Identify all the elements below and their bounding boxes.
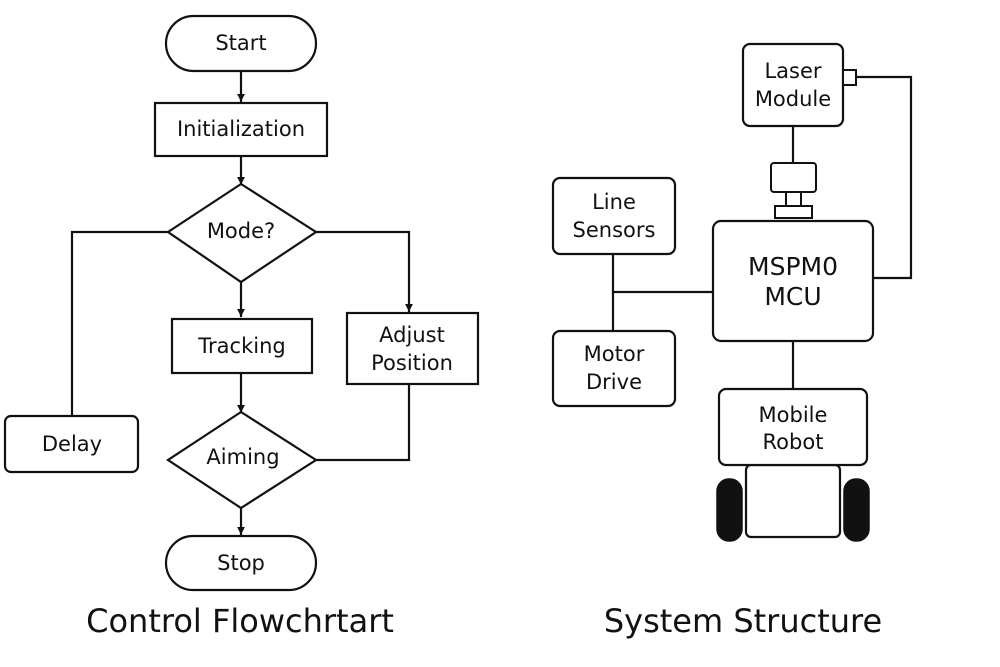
mobile-robot-shape [717, 387, 869, 467]
gimbal-neck-shape [785, 191, 802, 207]
adjust-position-label-line1: Adjust [379, 323, 445, 347]
delay-label: Delay [42, 432, 102, 456]
motor-drive-label-line1: Motor [584, 342, 645, 366]
delay-node: Delay [3, 414, 140, 474]
delay-shape [3, 414, 140, 474]
edge-adjust-to-aiming [314, 382, 411, 462]
initialization-shape [153, 101, 329, 158]
laser-module-label-line1: Laser [764, 59, 821, 83]
mcu-shape [711, 219, 875, 343]
line-sensors-shape [551, 176, 677, 256]
adjust-position-label-line2: Position [371, 351, 453, 375]
gimbal-mount-icon [770, 162, 817, 219]
left-wheel-icon [716, 478, 743, 542]
laser-port-icon [842, 69, 857, 86]
start-node: Start [164, 14, 318, 73]
flowchart-caption: Control Flowchrtart [86, 602, 394, 640]
initialization-label: Initialization [177, 117, 305, 141]
mobile-robot-node: Mobile Robot [716, 387, 870, 542]
adjust-position-shape [345, 311, 480, 386]
aiming-decision-shape [165, 410, 319, 510]
start-label: Start [215, 31, 266, 55]
aiming-decision-label: Aiming [206, 445, 279, 469]
tracking-shape [170, 317, 314, 375]
mode-decision-node: Mode? [166, 182, 319, 284]
laser-module-label-line2: Module [755, 87, 831, 111]
line-sensors-label-line2: Sensors [573, 218, 656, 242]
line-sensors-label-line1: Line [592, 190, 636, 214]
stop-shape [164, 534, 318, 592]
system-structure: Laser Module Line Sensors MSPM0 MCU Moto… [551, 42, 913, 640]
laser-module-shape [741, 42, 845, 128]
tracking-node: Tracking [170, 317, 314, 375]
adjust-position-node: Adjust Position [345, 311, 480, 386]
edge-mode-to-delay [70, 230, 170, 418]
initialization-node: Initialization [153, 101, 329, 158]
stop-label: Stop [217, 551, 265, 575]
mode-decision-shape [166, 182, 319, 284]
motor-drive-shape [551, 329, 677, 408]
system-caption: System Structure [604, 602, 882, 640]
mcu-node: MSPM0 MCU [711, 219, 875, 343]
control-flowchart: Start Initialization Mode? Tracking Adju… [3, 14, 480, 640]
motor-drive-label-line2: Drive [586, 370, 642, 394]
mode-decision-label: Mode? [207, 219, 275, 243]
gimbal-base-shape [774, 205, 813, 219]
flowchart-edges [70, 69, 413, 536]
laser-module-node: Laser Module [741, 42, 857, 128]
mcu-label-line1: MSPM0 [748, 252, 838, 281]
aiming-decision-node: Aiming [165, 410, 319, 510]
tracking-label: Tracking [197, 334, 285, 358]
mcu-label-line2: MCU [764, 282, 821, 311]
mobile-robot-label-line1: Mobile [759, 403, 828, 427]
line-sensors-node: Line Sensors [551, 176, 677, 256]
stop-node: Stop [164, 534, 318, 592]
start-shape [164, 14, 318, 73]
robot-chassis-shape [744, 463, 842, 539]
gimbal-head-shape [770, 162, 817, 193]
right-wheel-icon [843, 478, 870, 542]
system-wires [611, 75, 913, 391]
mobile-robot-label-line2: Robot [763, 430, 824, 454]
motor-drive-node: Motor Drive [551, 329, 677, 408]
edge-mode-to-adjust [314, 230, 413, 313]
wire-laser-to-mcu [854, 75, 913, 280]
